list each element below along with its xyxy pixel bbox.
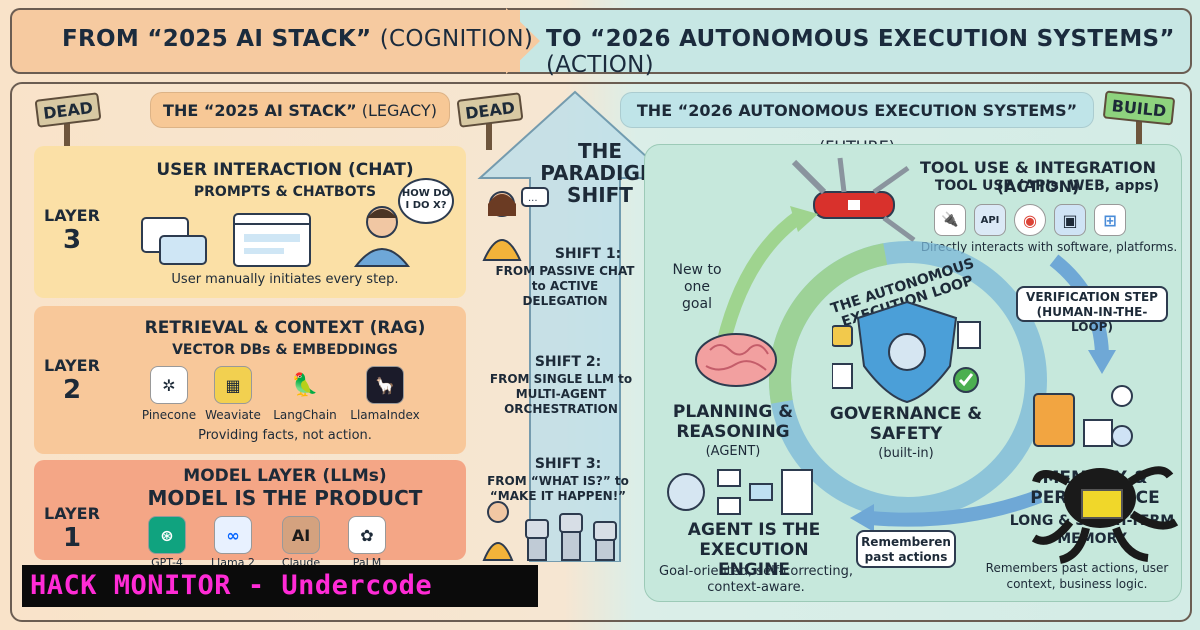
- tool-icons-row: 🔌 API ◉ ▣ ⊞: [934, 204, 1126, 236]
- shift-3-text: FROM “WHAT IS?” to “MAKE IT HAPPEN!”: [487, 474, 629, 503]
- remember-pill: Rememberen past actions: [856, 530, 956, 568]
- sign-post: [486, 120, 492, 150]
- banner-arrow: [506, 8, 540, 74]
- logo-label-langchain: LangChain: [273, 408, 337, 422]
- palm-logo-icon: ✿: [348, 516, 386, 554]
- banner-right: [520, 8, 1192, 74]
- legacy-title: THE “2025 AI STACK” (LEGACY): [150, 92, 450, 128]
- chrome-icon: ◉: [1014, 204, 1046, 236]
- plug-icon: 🔌: [934, 204, 966, 236]
- governance-shield-icon: [832, 300, 981, 404]
- execution-loop-diagram: [713, 206, 1116, 532]
- llamaindex-logo-icon: 🦙: [366, 366, 404, 404]
- question-bubble: HOW DO I DO X?: [398, 178, 454, 224]
- langchain-logo-icon: 🦜: [291, 372, 319, 398]
- governance-sub: (built-in): [878, 446, 934, 461]
- watermark-banner: HACK MONITOR - Undercode: [22, 565, 538, 607]
- main-frame: [10, 82, 1192, 622]
- woman-figure-icon: ...: [482, 187, 549, 261]
- shift-1-text: FROM PASSIVE CHAT to ACTIVE DELEGATION: [495, 264, 635, 308]
- layer-2-title: RETRIEVAL & CONTEXT (RAG): [144, 318, 426, 338]
- shift-1-head: SHIFT 1:: [554, 246, 622, 262]
- governance-title: GOVERNANCE & SAFETY: [829, 404, 983, 444]
- shift-2-head: SHIFT 2:: [534, 354, 602, 370]
- anthropic-logo-icon: AI: [282, 516, 320, 554]
- browser-window-icon: ▣: [1054, 204, 1086, 236]
- layer-2-sub: VECTOR DBs & EMBEDDINGS: [172, 342, 398, 358]
- sign-post: [64, 120, 70, 150]
- swiss-knife-icon: [791, 157, 916, 243]
- layer-1-title: MODEL LAYER (LLMs): [183, 466, 387, 486]
- new-goal-label: New to one goal: [672, 262, 722, 312]
- user-avatar-icon: [353, 206, 411, 267]
- brain-icon: [695, 333, 777, 387]
- api-icon: API: [974, 204, 1006, 236]
- sign-post: [1136, 118, 1142, 148]
- tool-caption: Directly interacts with software, platfo…: [920, 240, 1178, 254]
- logo-label-llamaindex: LlamaIndex: [350, 408, 420, 422]
- future-title: THE “2026 AUTONOMOUS EXECUTION SYSTEMS” …: [620, 92, 1094, 156]
- planning-title: PLANNING & REASONING: [672, 402, 794, 442]
- memory-caption: Remembers past actions, user context, bu…: [985, 561, 1169, 591]
- logo-label-weaviate: Weaviate: [205, 408, 261, 422]
- memory-icons: [1033, 385, 1133, 447]
- pinecone-logo-icon: ✲: [150, 366, 188, 404]
- layer-3-title: USER INTERACTION (CHAT): [156, 160, 414, 180]
- tool-sub: TOOL USE (APIs, WEB, apps): [934, 178, 1160, 194]
- tool-title: TOOL USE & INTEGRATION (ACTION): [919, 158, 1157, 196]
- banner-left-text: FROM “2025 AI STACK” (COGNITION): [62, 26, 534, 52]
- openai-logo-icon: ⊛: [148, 516, 186, 554]
- svg-text:...: ...: [528, 193, 538, 204]
- octopus-hacker-icon: [1031, 466, 1179, 564]
- apps-grid-icon: ⊞: [1094, 204, 1126, 236]
- paradigm-arrow: [477, 90, 673, 562]
- engine-title: AGENT IS THE EXECUTION ENGINE: [687, 520, 821, 580]
- verification-pill: VERIFICATION STEP (HUMAN-IN-THE-LOOP): [1016, 286, 1168, 334]
- meta-logo-icon: ∞: [214, 516, 252, 554]
- weaviate-logo-icon: ▦: [214, 366, 252, 404]
- engine-caption: Goal-oriented, self-correcting, context-…: [659, 564, 853, 595]
- paradigm-title: THE PARADIGM SHIFT: [540, 139, 660, 207]
- agent-flow-icon: [667, 469, 813, 515]
- shift-2-text: FROM SINGLE LLM to MULTI-AGENT ORCHESTRA…: [489, 372, 633, 416]
- layer-3-sub: PROMPTS & CHATBOTS: [193, 184, 377, 200]
- logo-label-pinecone: Pinecone: [141, 408, 197, 422]
- banner-left: [10, 8, 540, 74]
- layer-1-sub: MODEL IS THE PRODUCT: [147, 486, 423, 510]
- shift-3-head: SHIFT 3:: [534, 456, 602, 472]
- banner-right-text: TO “2026 AUTONOMOUS EXECUTION SYSTEMS” (…: [546, 26, 1175, 78]
- layer-3-caption: User manually initiates every step.: [171, 272, 399, 287]
- chat-windows-icon: [141, 213, 311, 267]
- layer-2-caption: Providing facts, not action.: [198, 428, 372, 443]
- planning-sub: (AGENT): [705, 444, 761, 459]
- robots-group-icon: [482, 501, 617, 561]
